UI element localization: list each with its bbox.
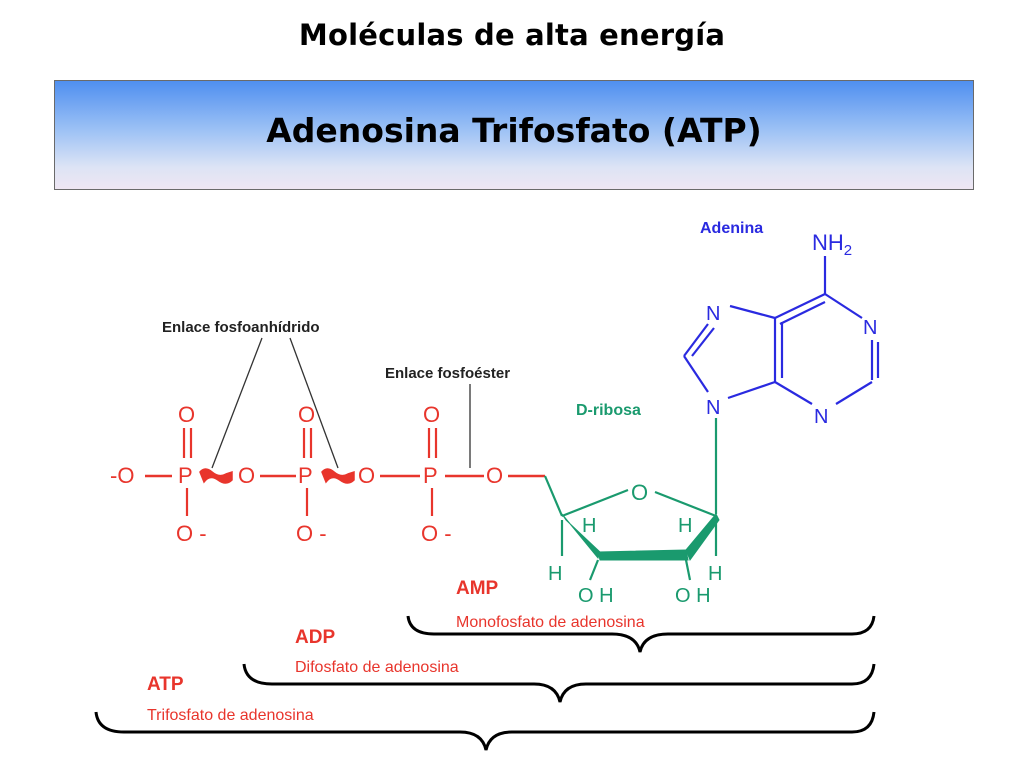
bracket-amp: [406, 615, 876, 653]
atp-abbr: ATP: [147, 674, 184, 695]
oxygen-minus-alpha: O -: [421, 521, 452, 546]
n1-atom: N: [863, 317, 877, 339]
oxygen-minus-beta: O -: [296, 521, 327, 546]
n3-atom: N: [814, 406, 828, 428]
banner-title: Adenosina Trifosfato (ATP): [266, 111, 762, 150]
title-banner: Adenosina Trifosfato (ATP): [54, 80, 974, 190]
label-d-ribosa: D-ribosa: [576, 402, 641, 419]
hydroxyl-c3: O H: [578, 585, 614, 607]
atp-name: Trifosfato de adenosina: [147, 707, 314, 724]
oxygen-beta-top: O: [298, 402, 315, 427]
hydroxyl-c2: O H: [675, 585, 711, 607]
h-c4-lower: H: [548, 563, 562, 585]
terminal-oxygen: -O: [110, 463, 134, 488]
phosphorus-alpha: P: [423, 463, 438, 488]
ribose-ring: D-ribosa O H H H H O H O H: [543, 402, 722, 607]
oxygen-minus-gamma: O -: [176, 521, 207, 546]
bridge-oxygen-2: O: [358, 463, 375, 488]
adp-name: Difosfato de adenosina: [295, 659, 459, 676]
label-enlace-fosfoester: Enlace fosfoéster: [385, 365, 510, 382]
bracket-atp-group: ATP Trifosfato de adenosina: [94, 674, 876, 751]
leader-line-anhydride-2: [289, 337, 339, 469]
bracket-atp: [94, 711, 876, 751]
h-c1-lower: H: [708, 563, 722, 585]
amino-group: NH2: [812, 230, 852, 259]
bracket-adp-group: ADP Difosfato de adenosina: [242, 627, 876, 703]
amp-name: Monofosfato de adenosina: [456, 614, 645, 631]
label-enlace-fosfoanhidrido: Enlace fosfoanhídrido: [162, 319, 320, 336]
bracket-amp-group: AMP Monofosfato de adenosina: [406, 578, 876, 653]
leader-line-anhydride-1: [211, 337, 263, 469]
oxygen-alpha-top: O: [423, 402, 440, 427]
phosphorus-beta: P: [298, 463, 313, 488]
ester-oxygen: O: [486, 463, 503, 488]
adenine-base: Adenina NH2 N N N N: [683, 220, 880, 428]
n7-atom: N: [706, 303, 720, 325]
bridge-oxygen-1: O: [238, 463, 255, 488]
phosphate-chain: -O P O O - O P O O - O P O O - O: [110, 402, 545, 546]
slide-title: Moléculas de alta energía: [298, 18, 726, 52]
n9-atom: N: [706, 397, 720, 419]
bracket-adp: [242, 663, 876, 703]
adp-abbr: ADP: [295, 627, 335, 648]
h-c2-upper: H: [678, 515, 692, 537]
ring-oxygen: O: [631, 480, 648, 505]
label-adenina: Adenina: [700, 220, 763, 237]
phosphorus-gamma: P: [178, 463, 193, 488]
h-c1-upper: H: [582, 515, 596, 537]
amp-abbr: AMP: [456, 578, 499, 599]
oxygen-gamma-top: O: [178, 402, 195, 427]
